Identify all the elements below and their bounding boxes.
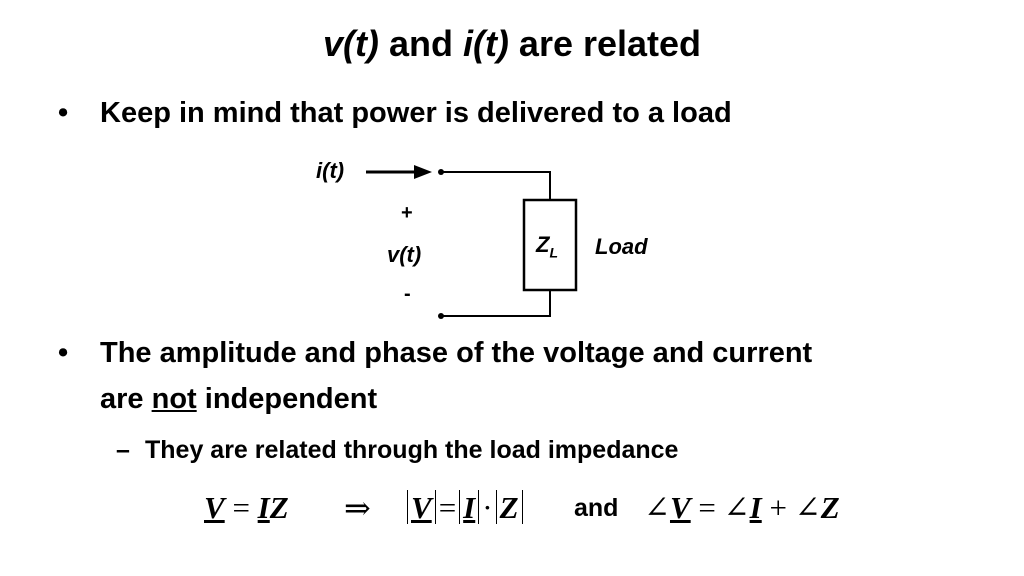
impedance-z: Z [820,490,840,525]
implies-arrow: ⇒ [344,490,371,526]
voltage-label: v(t) [387,242,422,267]
angle-symbol: ∠ [794,490,821,525]
equals-sign: = [438,490,457,525]
current-arrow-head [414,165,432,179]
phase-relation: ∠V = ∠I + ∠Z [644,484,840,532]
sub-bullet-marker: – [116,436,130,464]
phasor-i: I [257,490,270,525]
angle-symbol: ∠ [644,490,670,525]
title-and: and [378,23,463,64]
bottom-wire [441,290,551,317]
equals-sign: = [698,490,716,525]
phasor-ohms-law: V = IZ [204,484,289,532]
bullet-text: Keep in mind that power is delivered to … [100,97,732,129]
load-circuit-diagram: i(t) + v(t) - ZL Load [300,150,700,325]
phasor-v: V [411,490,432,525]
bullet-line-1: The amplitude and phase of the voltage a… [100,337,813,369]
top-wire [441,171,551,200]
underlined-not: not [151,383,197,415]
impedance-subscript: L [549,244,559,261]
plus-operator: + [769,490,787,525]
title-current: i(t) [462,23,509,64]
minus-sign: - [404,283,411,305]
phasor-i: I [749,490,762,525]
slide-title: v(t) and i(t) are related [0,22,1024,66]
impedance-z: Z [269,490,289,525]
dot-operator: · [482,490,493,525]
impedance-label: ZL [536,232,558,260]
phasor-v: V [669,490,691,525]
impedance-z: Z [499,490,519,525]
title-voltage: v(t) [322,23,379,64]
angle-symbol: ∠ [723,490,750,525]
magnitude-relation: V=I·Z [404,484,526,532]
circuit-wires [366,165,578,319]
bullet-marker: • [58,337,69,369]
phasor-v: V [204,490,225,525]
load-label: Load [595,234,648,259]
impedance-symbol: Z [536,232,550,257]
phasor-i: I [463,490,476,525]
title-rest: are related [508,23,702,64]
bullet-line-2-post: independent [196,383,378,415]
equation-and: and [574,494,619,522]
bullet-marker: • [58,97,69,129]
sub-bullet-text: They are related through the load impeda… [145,436,679,464]
bullet-text: The amplitude and phase of the voltage a… [100,330,812,422]
impedance-equation: V = IZ ⇒ V=I·Z and ∠V = ∠I + ∠Z [196,484,896,534]
bullet-line-2-pre: are [100,383,152,415]
current-label: i(t) [316,158,345,183]
plus-sign: + [401,202,413,224]
equals-sign: = [232,490,250,525]
